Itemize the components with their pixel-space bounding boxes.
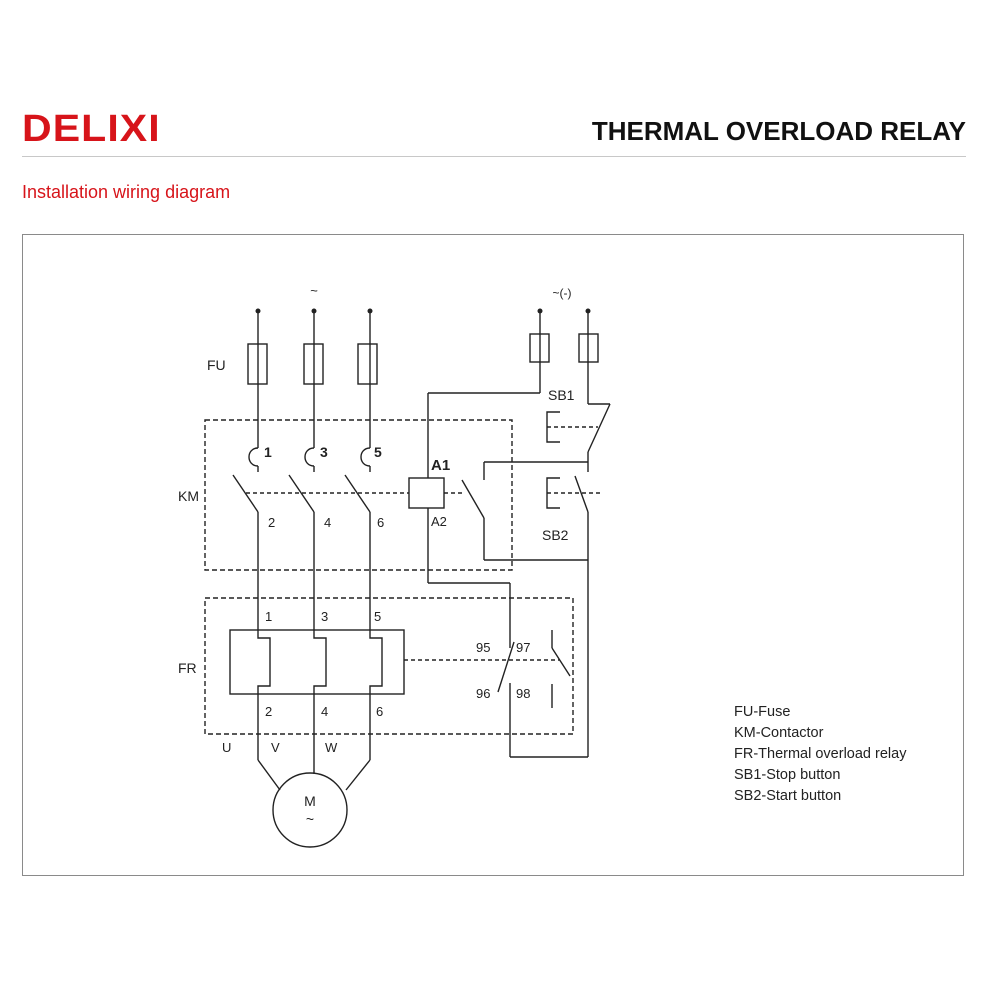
fu-label: FU (207, 357, 226, 373)
km-terminal-1: 1 (264, 444, 272, 460)
header-divider (22, 156, 966, 157)
motor-terminal-u: U (222, 740, 231, 755)
page-title: THERMAL OVERLOAD RELAY (591, 116, 966, 146)
km-terminal-5: 5 (374, 444, 382, 460)
legend-item-sb1: SB1-Stop button (734, 767, 841, 783)
fr-terminal-1: 1 (265, 609, 272, 624)
fr-terminal-3: 3 (321, 609, 328, 624)
motor-terminal-v: V (271, 740, 280, 755)
fr-aux-96: 96 (476, 686, 490, 701)
fr-terminal-6: 6 (376, 704, 383, 719)
km-terminal-3: 3 (320, 444, 328, 460)
km-main-contacts (232, 447, 409, 630)
sb1-label: SB1 (548, 387, 575, 403)
legend-item-sb2: SB2-Start button (734, 788, 842, 804)
fr-terminal-2: 2 (265, 704, 272, 719)
coil-a1-label: A1 (431, 457, 450, 474)
km-terminal-2: 2 (268, 515, 275, 530)
legend-item-fr: FR-Thermal overload relay (734, 746, 907, 762)
legend-item-km: KM-Contactor (734, 725, 824, 741)
fr-label: FR (178, 660, 197, 676)
sb2-label: SB2 (542, 527, 569, 543)
sb2-start-button (546, 462, 600, 757)
fr-heater-elements (229, 629, 560, 760)
motor-letter: M (304, 793, 316, 809)
main-supply-label: ~ (310, 283, 318, 298)
km-terminal-4: 4 (324, 515, 331, 530)
km-label: KM (178, 488, 199, 504)
main-wires-upper (257, 384, 371, 448)
fr-aux-97: 97 (516, 640, 530, 655)
fr-aux-contacts (497, 630, 588, 758)
brand-logo: DELIXI (22, 108, 161, 150)
km-coil (408, 362, 541, 638)
motor-ac-symbol: ~ (306, 811, 314, 827)
motor-terminal-w: W (325, 740, 338, 755)
km-terminal-6: 6 (377, 515, 384, 530)
fr-box (204, 597, 574, 735)
fr-terminal-5: 5 (374, 609, 381, 624)
km-box (204, 419, 513, 571)
fr-terminal-4: 4 (321, 704, 328, 719)
fr-aux-98: 98 (516, 686, 530, 701)
fuses (247, 311, 599, 385)
legend-item-fu: FU-Fuse (734, 704, 791, 720)
coil-a2-label: A2 (431, 514, 447, 529)
legend: FU-Fuse KM-Contactor FR-Thermal overload… (734, 702, 906, 807)
motor (257, 759, 371, 848)
diagram-frame (22, 234, 964, 876)
sb1-stop-button (546, 362, 611, 462)
fr-aux-95: 95 (476, 640, 490, 655)
section-subtitle: Installation wiring diagram (22, 182, 231, 202)
control-supply-label: ~(-) (553, 286, 572, 300)
km-aux-contact (444, 461, 588, 561)
